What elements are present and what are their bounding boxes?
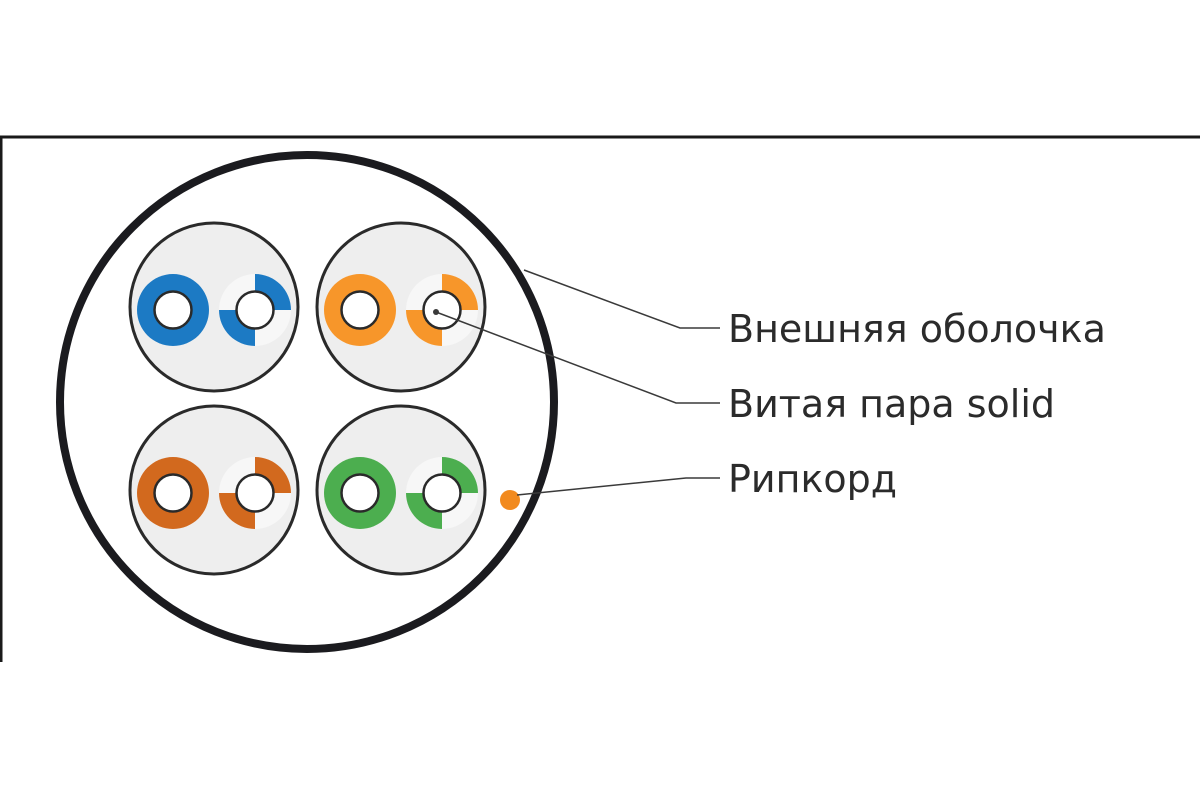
striped-conductor-core — [422, 290, 462, 330]
striped-conductor-stripe — [406, 310, 442, 346]
solid-conductor-core — [153, 290, 193, 330]
pair-sleeve — [128, 404, 300, 576]
label-twisted-pair: Витая пара solid — [728, 382, 1055, 426]
orange-pair — [315, 221, 487, 393]
leader-dot-twisted-pair — [433, 309, 439, 315]
solid-conductor-core — [340, 473, 380, 513]
striped-conductor-stripe — [255, 457, 291, 493]
striped-conductor-stripe — [406, 493, 442, 529]
pair-sleeve — [128, 221, 300, 393]
blue-pair — [128, 221, 300, 393]
pair-sleeve — [315, 404, 487, 576]
striped-conductor-core — [235, 473, 275, 513]
label-ripcord: Рипкорд — [728, 457, 897, 501]
striped-conductor-stripe — [255, 274, 291, 310]
solid-conductor-core — [153, 473, 193, 513]
leader-line-twisted-pair — [435, 311, 720, 404]
label-outer-jacket: Внешняя оболочка — [728, 307, 1106, 351]
twisted-pairs-group — [128, 221, 487, 576]
striped-conductor-stripe — [219, 493, 255, 529]
striped-conductor-stripe — [442, 457, 478, 493]
ripcord-dot — [500, 490, 520, 510]
solid-conductor-core — [340, 290, 380, 330]
leader-line-outer-jacket — [523, 269, 720, 329]
striped-conductor-core — [235, 290, 275, 330]
pair-sleeve — [315, 221, 487, 393]
striped-conductor-stripe — [219, 310, 255, 346]
leader-line-ripcord — [516, 477, 720, 496]
outer-jacket — [56, 151, 558, 653]
striped-conductor-stripe — [442, 274, 478, 310]
green-pair — [315, 404, 487, 576]
striped-conductor-core — [422, 473, 462, 513]
brown-pair — [128, 404, 300, 576]
